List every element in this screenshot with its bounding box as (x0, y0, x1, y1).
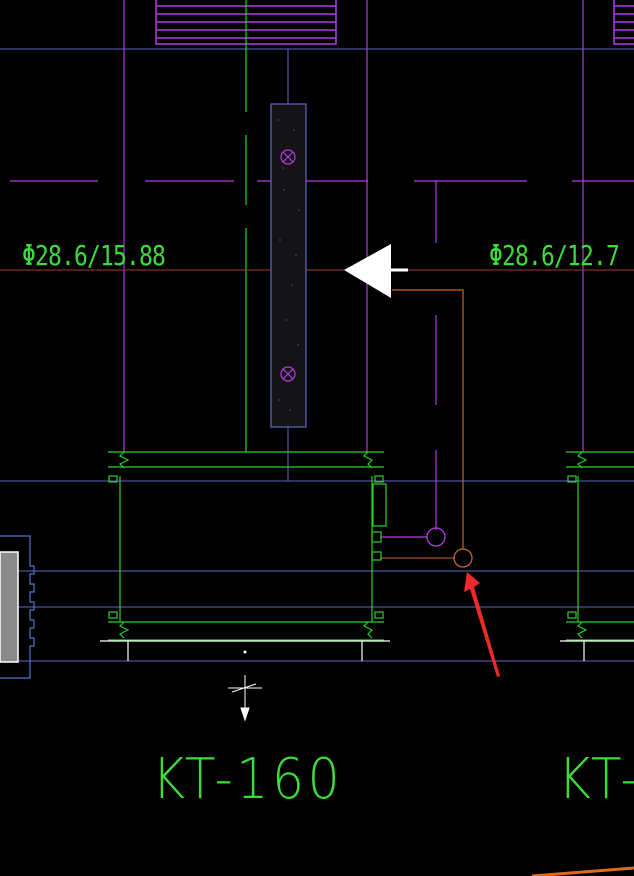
magenta-wall-lines (10, 0, 634, 530)
left-equipment-block (0, 535, 35, 679)
pipe-size-label-left: Φ28.6/15.88 (22, 239, 166, 272)
grille-fastener-icon (280, 366, 296, 382)
indoor-unit-kt160 (108, 451, 387, 641)
blue-grid-lines (0, 48, 634, 662)
unit-base-outline (100, 640, 390, 661)
pipe-size-label-right: Φ28.6/12.7 (489, 239, 620, 272)
indoor-unit-partial-right (566, 451, 634, 641)
unit-base-outline (560, 640, 634, 661)
pipe-route (392, 289, 464, 549)
condensate-riser-icon (426, 527, 446, 547)
ucs-crosshair-icon (228, 650, 262, 722)
unit-tag-label-partial: KT- (558, 747, 634, 812)
unit-tag-label: KT-160 (152, 747, 344, 812)
annotation-arrow-icon (464, 572, 500, 677)
vertical-grille (270, 103, 307, 428)
drain-pipe-riser-icon (453, 548, 473, 568)
top-louver-panel-right (613, 0, 634, 45)
orange-trace (531, 866, 634, 876)
flow-direction-arrow-icon (344, 244, 408, 298)
grille-fastener-icon (280, 149, 296, 165)
